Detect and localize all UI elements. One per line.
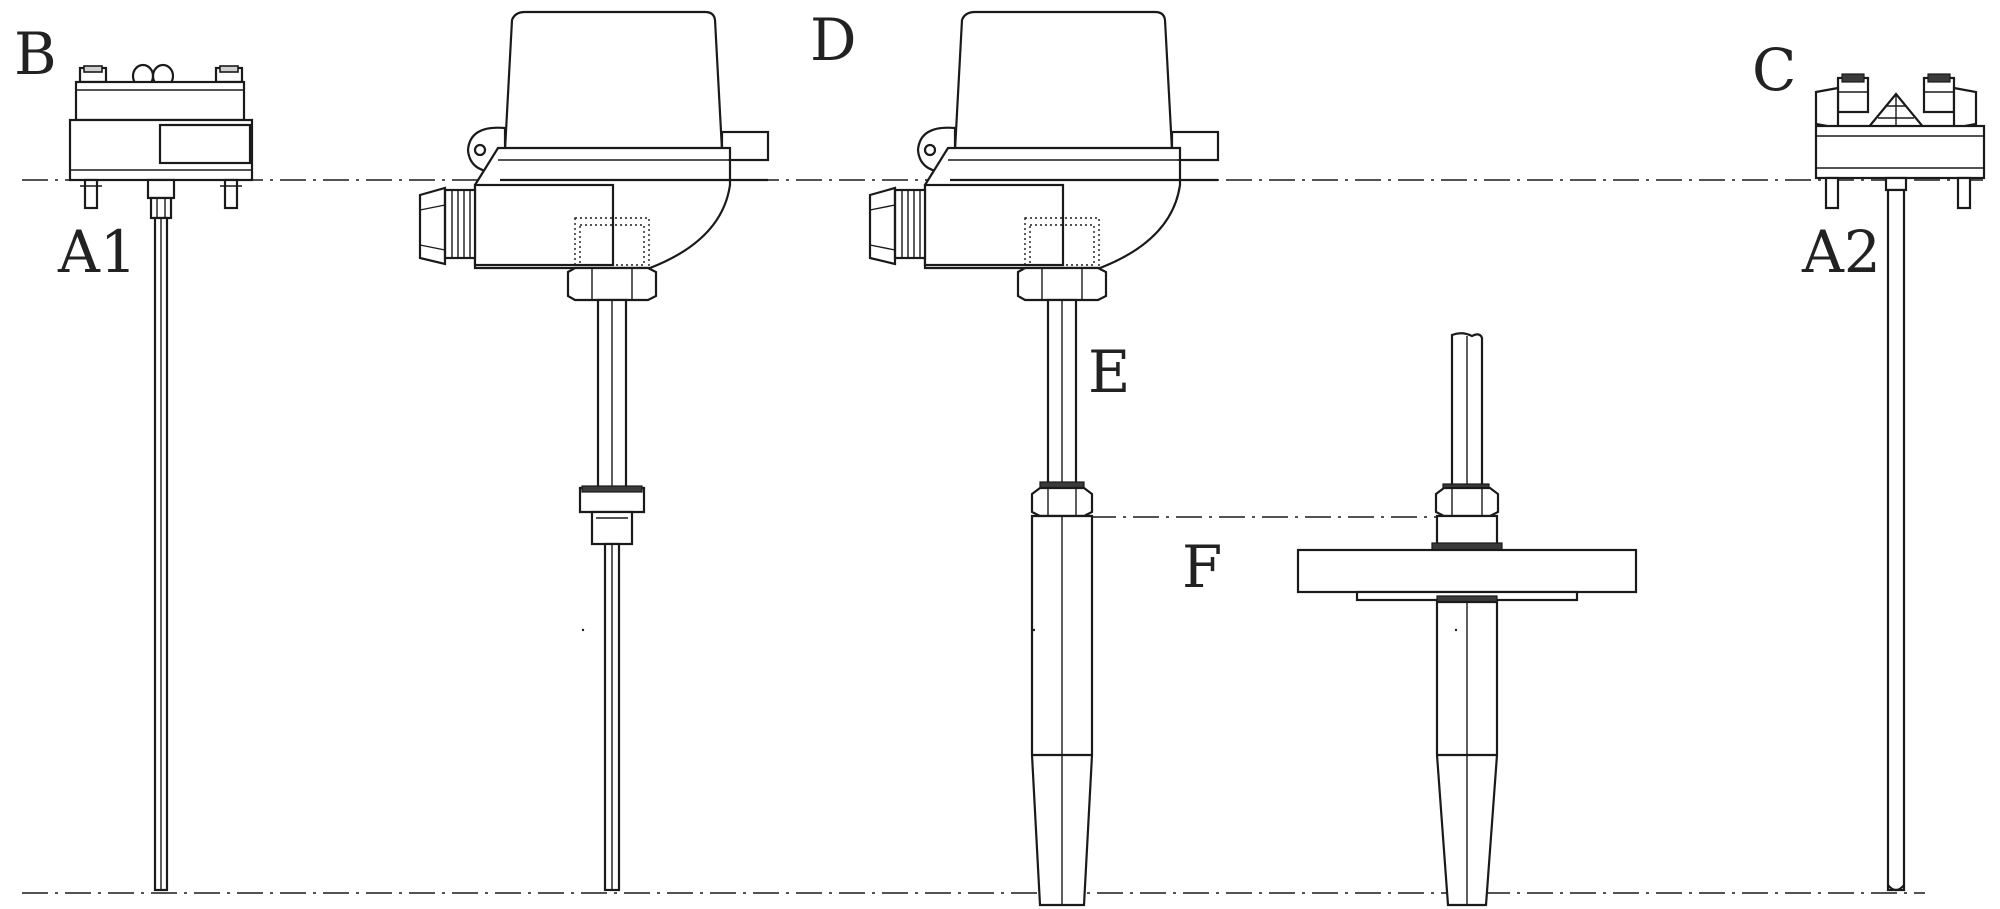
label-d: D <box>810 6 857 74</box>
gland-threads <box>451 190 471 258</box>
labels: B A1 D E F C A2 <box>14 6 1881 601</box>
label-a1: A1 <box>57 218 137 286</box>
head-housing-assembly-2 <box>868 10 1220 907</box>
reference-lines <box>22 179 1985 894</box>
transmitter-insert-c <box>1814 73 1986 892</box>
flanged-thermowell <box>1296 332 1638 907</box>
label-f: F <box>1182 533 1222 601</box>
label-c: C <box>1752 36 1796 104</box>
terminal-block-insert-b <box>68 63 254 892</box>
label-e: E <box>1088 338 1130 406</box>
head-housing-assembly-1 <box>418 10 770 892</box>
label-a2: A2 <box>1801 218 1881 286</box>
label-b: B <box>14 20 57 88</box>
